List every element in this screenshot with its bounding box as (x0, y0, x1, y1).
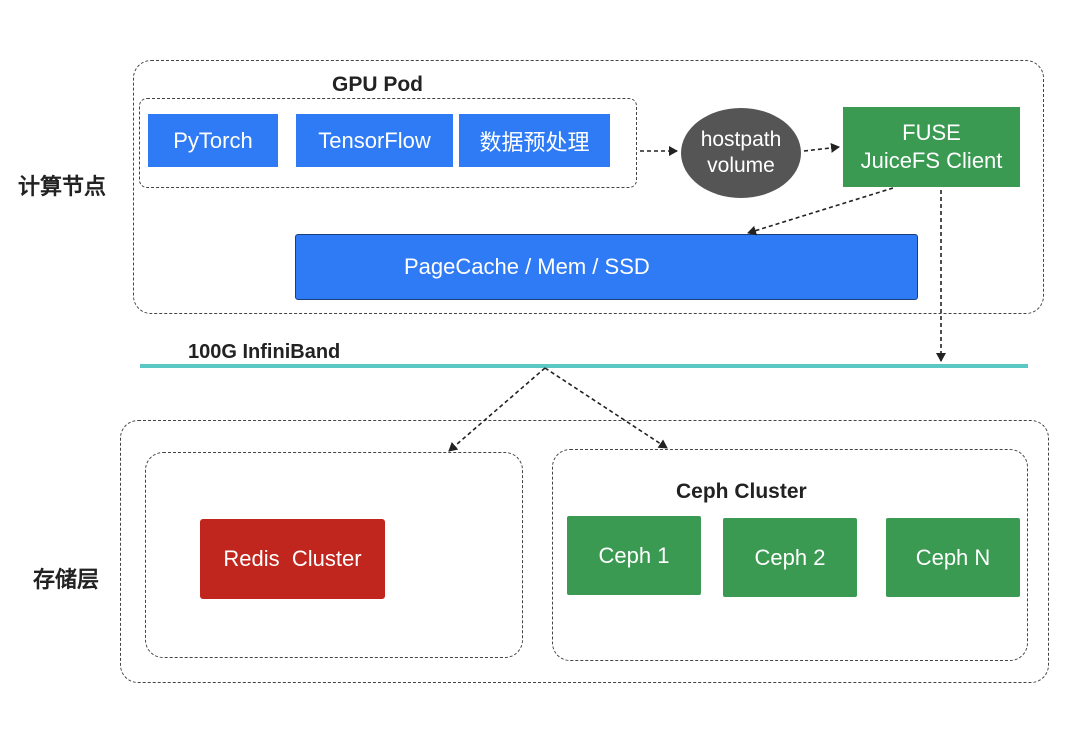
pytorch-box: PyTorch (148, 114, 278, 167)
ceph-cluster-title: Ceph Cluster (676, 480, 807, 503)
arrow-hostpath-to-fuse (803, 142, 840, 153)
ceph-node-1: Ceph 1 (567, 516, 701, 595)
arrow-infiniband-to-ceph (544, 367, 668, 449)
ceph-region (552, 449, 1028, 661)
infiniband-label: 100G InfiniBand (188, 341, 341, 363)
compute-node-label: 计算节点 (18, 174, 107, 199)
ceph-node-2: Ceph 2 (723, 518, 857, 597)
infiniband-line (140, 364, 1028, 368)
storage-layer-region (120, 420, 1049, 683)
redis-region (145, 452, 523, 658)
fuse-juicefs-client-box: FUSE JuiceFS Client (843, 107, 1020, 187)
hostpath-line1: hostpath (700, 128, 782, 151)
data-preprocess-box: 数据预处理 (459, 114, 610, 167)
gpu-pod-box (139, 98, 637, 188)
fuse-line1: FUSE (902, 120, 961, 145)
fuse-line2: JuiceFS Client (860, 148, 1003, 173)
compute-node-region (133, 60, 1044, 314)
ceph-node-n: Ceph N (886, 518, 1020, 597)
tensorflow-box: TensorFlow (296, 114, 453, 167)
storage-layer-label: 存储层 (33, 567, 100, 592)
pagecache-box: PageCache / Mem / SSD (295, 234, 918, 300)
arrow-fuse-to-pagecache (747, 187, 894, 236)
arrow-infiniband-to-redis (448, 367, 546, 452)
redis-cluster-box: Redis Cluster (200, 519, 385, 599)
hostpath-line2: volume (707, 154, 775, 177)
gpu-pod-title: GPU Pod (332, 73, 424, 96)
hostpath-volume-ellipse: hostpath volume (681, 108, 801, 198)
